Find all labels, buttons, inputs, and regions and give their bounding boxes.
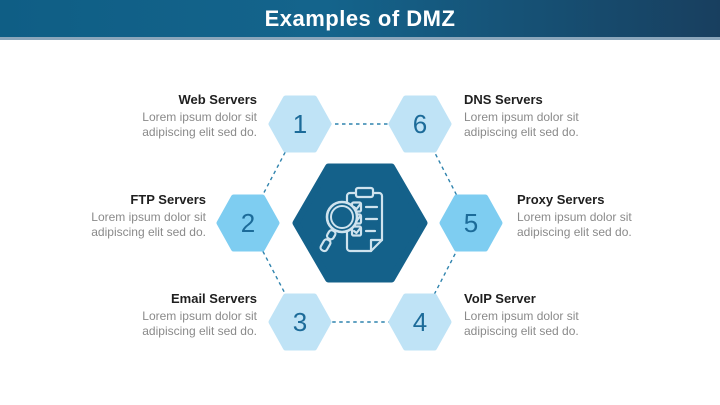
page-title: Examples of DMZ (264, 6, 456, 31)
hexagon-node-4: 4 (388, 293, 452, 351)
hexagon-shape (268, 95, 332, 153)
label-title: Web Servers (178, 92, 257, 107)
hexagon-shape (388, 95, 452, 153)
label-title: Proxy Servers (517, 192, 605, 207)
hexagon-number: 4 (412, 307, 428, 337)
hexagon-number: 6 (412, 109, 428, 139)
hexagon-shape (216, 194, 280, 252)
hexagon-number: 5 (463, 208, 479, 238)
header-bar: Examples of DMZ (0, 0, 720, 40)
center-hexagon (292, 163, 428, 283)
hexagon-node-6: 6 (388, 95, 452, 153)
magnifier-checklist-icon (292, 163, 428, 283)
hexagon-shape (439, 194, 503, 252)
hexagon-node-3: 3 (268, 293, 332, 351)
label-title: FTP Servers (130, 192, 206, 207)
hexagon-shape (388, 293, 452, 351)
hexagon-node-5: 5 (439, 194, 503, 252)
hexagon-number: 2 (240, 208, 256, 238)
hexagon-shape (268, 293, 332, 351)
hexagon-number: 1 (292, 109, 308, 139)
hexagon-node-1: 1 (268, 95, 332, 153)
label-title: DNS Servers (464, 92, 543, 107)
label-title: VoIP Server (464, 291, 536, 306)
label-title: Email Servers (170, 291, 257, 306)
hexagon-node-2: 2 (216, 194, 280, 252)
hexagon-number: 3 (292, 307, 308, 337)
